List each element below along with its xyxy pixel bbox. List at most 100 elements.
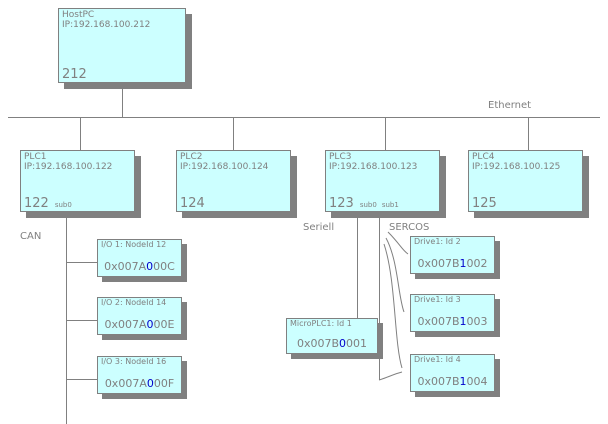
hex-prefix: 0x007A — [104, 377, 147, 390]
sub-port-sub0[interactable]: sub0 — [359, 201, 377, 209]
wire-seriell-trunk — [357, 212, 358, 318]
hex-suffix: 00C — [153, 260, 175, 273]
hex-caret-char: 0 — [146, 260, 154, 273]
node-plc4[interactable]: PLC4 IP:192.168.100.125 125 — [468, 150, 589, 218]
hex-suffix: 001 — [346, 337, 368, 350]
wire-can-to-io1 — [66, 262, 97, 263]
node-io-2[interactable]: I/O 2: NodeId 14 0x007A000E — [97, 297, 187, 340]
node-footer: 122 sub0 — [24, 197, 131, 210]
wire-can-to-io3 — [66, 379, 97, 380]
node-title: I/O 2: NodeId 14 — [101, 298, 167, 307]
ethernet-bus-line — [8, 117, 600, 118]
node-body: Drive1: Id 3 0x007B1003 — [410, 294, 495, 332]
can-bus-label: CAN — [20, 231, 42, 242]
node-number: 124 — [180, 196, 205, 211]
hex-prefix: 0x007B — [417, 375, 460, 388]
node-body: I/O 2: NodeId 14 0x007A000E — [97, 297, 182, 335]
node-title: MicroPLC1: Id 1 — [290, 319, 352, 328]
wire-bus-to-plc2 — [233, 117, 234, 150]
node-title: Drive1: Id 3 — [414, 295, 461, 304]
node-hex-value: 0x007B1004 — [411, 376, 494, 388]
node-title: Drive1: Id 4 — [414, 355, 461, 364]
seriell-bus-label: Seriell — [303, 222, 335, 233]
node-body: Drive1: Id 4 0x007B1004 — [410, 354, 495, 392]
node-ip: IP:192.168.100.123 — [329, 162, 418, 172]
hex-caret-char: 0 — [146, 318, 154, 331]
hex-suffix: 003 — [466, 315, 488, 328]
node-ip: IP:192.168.100.125 — [472, 162, 561, 172]
hex-prefix: 0x007A — [104, 260, 147, 273]
node-body: PLC1 IP:192.168.100.122 122 sub0 — [20, 150, 135, 212]
hex-prefix: 0x007B — [417, 315, 460, 328]
node-title: Drive1: Id 2 — [414, 237, 461, 246]
node-number: 123 — [329, 196, 354, 211]
hex-suffix: 00F — [153, 377, 175, 390]
node-number: 212 — [62, 67, 87, 82]
node-body: I/O 3: NodeId 16 0x007A000F — [97, 356, 182, 394]
node-footer: 125 — [472, 197, 579, 210]
node-plc2[interactable]: PLC2 IP:192.168.100.124 124 — [176, 150, 297, 218]
node-hex-value: 0x007A000C — [98, 261, 181, 273]
node-ip: IP:192.168.100.124 — [180, 162, 269, 172]
node-title: I/O 3: NodeId 16 — [101, 357, 167, 366]
hex-prefix: 0x007B — [417, 257, 460, 270]
node-host-pc[interactable]: HostPC IP:192.168.100.212 212 — [58, 8, 192, 89]
node-footer: 123 sub0 sub1 — [329, 197, 436, 210]
node-title: PLC2 — [180, 152, 203, 162]
node-hex-value: 0x007A000E — [98, 319, 181, 331]
node-hex-value: 0x007B0001 — [287, 338, 377, 350]
wire-bus-to-plc1 — [80, 117, 81, 150]
node-footer: 212 — [62, 68, 182, 81]
node-hex-value: 0x007A000F — [98, 378, 181, 390]
sercos-bus-label: SERCOS — [389, 222, 430, 233]
node-title: PLC4 — [472, 152, 495, 162]
node-drive-id3[interactable]: Drive1: Id 3 0x007B1003 — [410, 294, 500, 337]
hex-prefix: 0x007A — [104, 318, 147, 331]
node-body: PLC2 IP:192.168.100.124 124 — [176, 150, 291, 212]
node-plc1[interactable]: PLC1 IP:192.168.100.122 122 sub0 — [20, 150, 141, 218]
node-number: 125 — [472, 196, 497, 211]
wire-host-to-bus — [122, 83, 123, 118]
node-body: PLC4 IP:192.168.100.125 125 — [468, 150, 583, 212]
hex-caret-char: 0 — [339, 337, 347, 350]
node-body: HostPC IP:192.168.100.212 212 — [58, 8, 186, 83]
sub-port-sub0[interactable]: sub0 — [54, 201, 72, 209]
node-body: I/O 1: NodeId 12 0x007A000C — [97, 239, 182, 277]
node-body: PLC3 IP:192.168.100.123 123 sub0 sub1 — [325, 150, 440, 212]
node-ip: IP:192.168.100.212 — [62, 20, 151, 30]
node-footer: 124 — [180, 197, 287, 210]
node-title: PLC3 — [329, 152, 352, 162]
wire-bus-to-plc3 — [385, 117, 386, 150]
node-ip: IP:192.168.100.122 — [24, 162, 113, 172]
node-subs: sub0 — [55, 201, 72, 210]
node-body: Drive1: Id 2 0x007B1002 — [410, 236, 495, 274]
node-plc3[interactable]: PLC3 IP:192.168.100.123 123 sub0 sub1 — [325, 150, 446, 218]
wire-bus-to-plc4 — [528, 117, 529, 150]
can-trunk-line — [66, 212, 67, 424]
hex-caret-char: 1 — [459, 315, 467, 328]
hex-suffix: 004 — [466, 375, 488, 388]
hex-prefix: 0x007B — [296, 337, 340, 350]
sub-port-sub1[interactable]: sub1 — [381, 201, 399, 209]
hex-caret-char: 1 — [459, 375, 467, 388]
node-number: 122 — [24, 196, 49, 211]
wire-sercos-trunk — [379, 212, 380, 380]
node-title: PLC1 — [24, 152, 47, 162]
node-title: I/O 1: NodeId 12 — [101, 240, 167, 249]
hex-caret-char: 0 — [146, 377, 154, 390]
node-micro-plc1[interactable]: MicroPLC1: Id 1 0x007B0001 — [286, 318, 383, 359]
node-body: MicroPLC1: Id 1 0x007B0001 — [286, 318, 378, 354]
node-title: HostPC — [62, 10, 95, 20]
node-io-3[interactable]: I/O 3: NodeId 16 0x007A000F — [97, 356, 187, 399]
node-io-1[interactable]: I/O 1: NodeId 12 0x007A000C — [97, 239, 187, 282]
node-subs: sub0 sub1 — [360, 201, 399, 210]
node-drive-id2[interactable]: Drive1: Id 2 0x007B1002 — [410, 236, 500, 279]
hex-caret-char: 1 — [459, 257, 467, 270]
node-hex-value: 0x007B1002 — [411, 258, 494, 270]
hex-suffix: 002 — [466, 257, 488, 270]
wire-can-to-io2 — [66, 320, 97, 321]
hex-suffix: 00E — [153, 318, 175, 331]
ethernet-bus-label: Ethernet — [488, 100, 532, 111]
node-drive-id4[interactable]: Drive1: Id 4 0x007B1004 — [410, 354, 500, 397]
